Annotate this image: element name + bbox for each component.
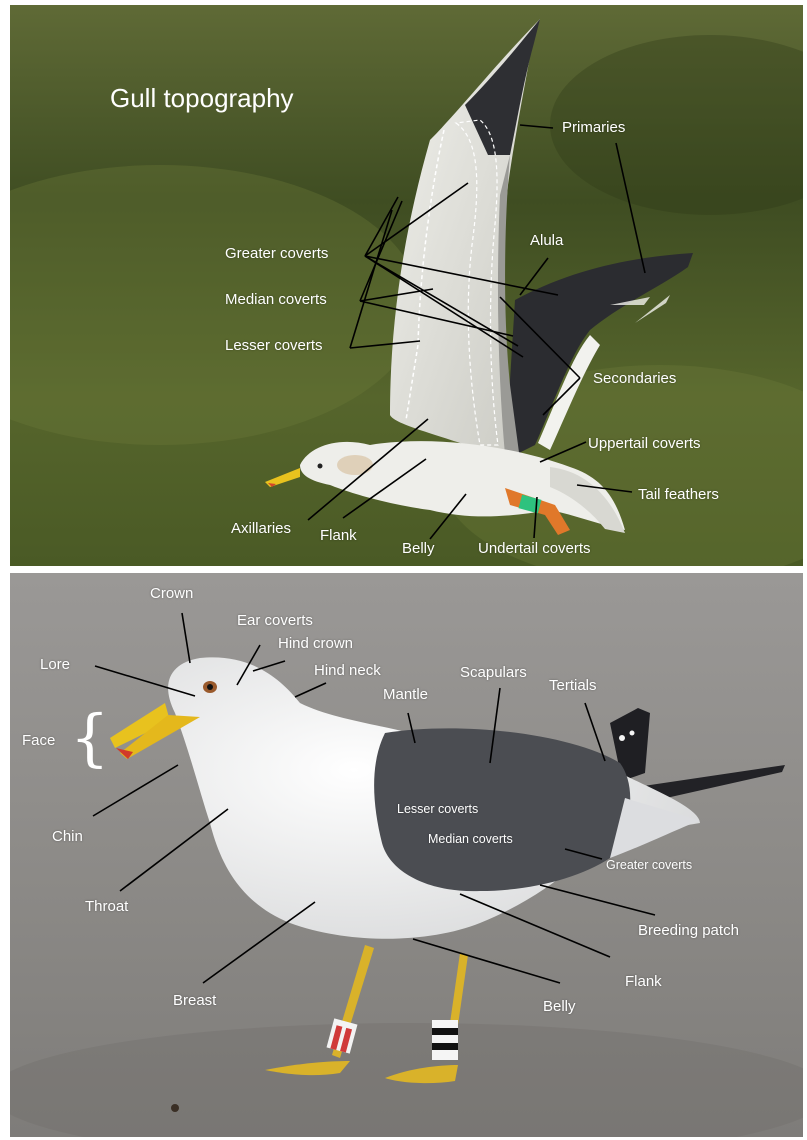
label-face: Face: [22, 732, 55, 750]
label-lesser-coverts-standing: Lesser coverts: [397, 800, 478, 818]
label-median-coverts: Median coverts: [225, 291, 327, 309]
label-flank-standing: Flank: [625, 973, 662, 991]
figure-title: Gull topography: [110, 83, 294, 113]
label-undertail-coverts: Undertail coverts: [478, 540, 591, 558]
label-secondaries: Secondaries: [593, 370, 676, 388]
label-scapulars: Scapulars: [460, 664, 527, 682]
label-belly-standing: Belly: [543, 998, 576, 1016]
label-chin: Chin: [52, 828, 83, 846]
label-alula: Alula: [530, 232, 563, 250]
flight-photo-panel: Gull topography Primaries Alula Greater …: [10, 5, 803, 566]
label-axillaries: Axillaries: [231, 520, 291, 538]
label-tertials: Tertials: [549, 677, 597, 695]
label-lore: Lore: [40, 656, 70, 674]
label-greater-coverts: Greater coverts: [225, 245, 328, 263]
label-median-coverts-standing: Median coverts: [428, 830, 513, 848]
face-brace-icon: {: [70, 707, 109, 769]
label-hind-crown: Hind crown: [278, 635, 353, 653]
label-uppertail-coverts: Uppertail coverts: [588, 435, 701, 453]
label-ear-coverts: Ear coverts: [237, 612, 313, 630]
label-flank: Flank: [320, 527, 357, 545]
label-breeding-patch: Breeding patch: [638, 922, 739, 940]
label-throat: Throat: [85, 898, 128, 916]
label-greater-coverts-standing: Greater coverts: [606, 856, 692, 874]
label-primaries: Primaries: [562, 119, 625, 137]
label-belly: Belly: [402, 540, 435, 558]
standing-photo-panel: Crown Ear coverts Hind crown Lore Hind n…: [10, 573, 803, 1137]
standing-photo: [10, 573, 803, 1137]
label-breast: Breast: [173, 992, 216, 1010]
label-lesser-coverts: Lesser coverts: [225, 337, 323, 355]
label-crown: Crown: [150, 585, 193, 603]
label-mantle: Mantle: [383, 686, 428, 704]
label-hind-neck: Hind neck: [314, 662, 381, 680]
label-tail-feathers: Tail feathers: [638, 486, 719, 504]
